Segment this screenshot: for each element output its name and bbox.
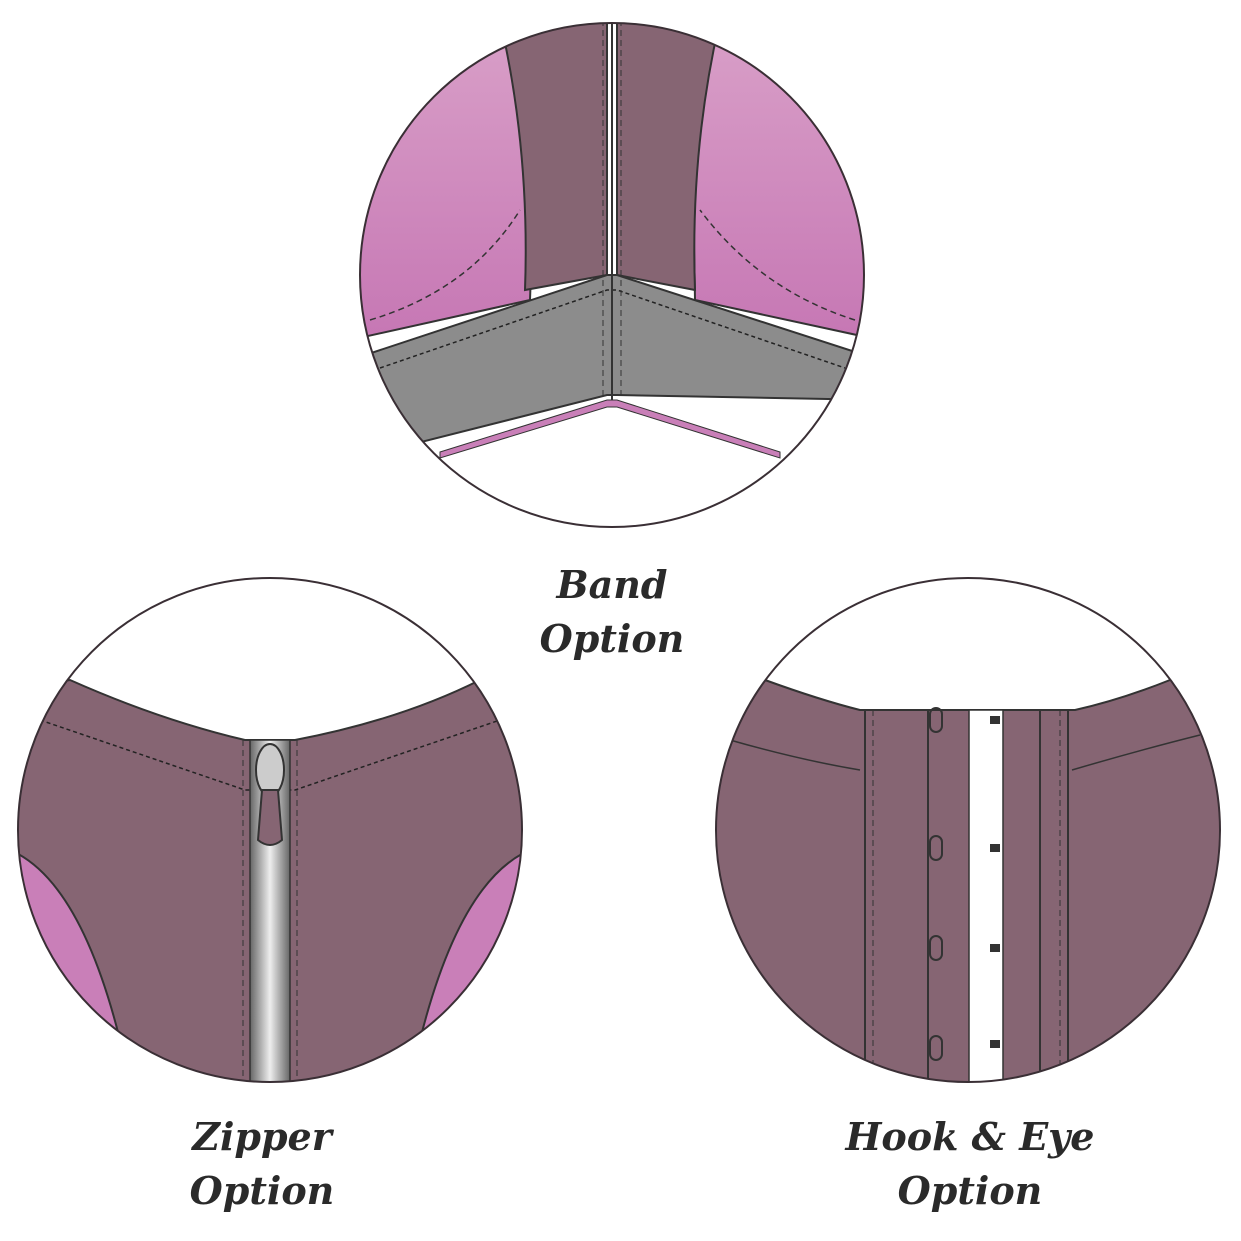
band-option-label: Band Option xyxy=(462,558,762,666)
hook-and-eye-option-label-line2: Option xyxy=(897,1168,1043,1213)
band-option-circle xyxy=(359,22,865,528)
hook-and-eye-option-illustration xyxy=(716,578,1220,1082)
zipper-option-label: Zipper Option xyxy=(112,1110,412,1218)
zipper-option-circle xyxy=(17,577,523,1083)
zipper-option-label-line2: Option xyxy=(189,1168,335,1213)
band-option-label-line1: Band xyxy=(556,562,668,607)
zipper-option-label-line1: Zipper xyxy=(192,1114,332,1159)
band-option-label-line2: Option xyxy=(539,616,685,661)
hook-and-eye-option-label: Hook & Eye Option xyxy=(820,1110,1120,1218)
hook-and-eye-option-circle xyxy=(715,577,1221,1083)
zipper-option-illustration xyxy=(18,578,522,1082)
hook-and-eye-option-label-line1: Hook & Eye xyxy=(845,1114,1095,1159)
band-option-illustration xyxy=(360,23,864,527)
